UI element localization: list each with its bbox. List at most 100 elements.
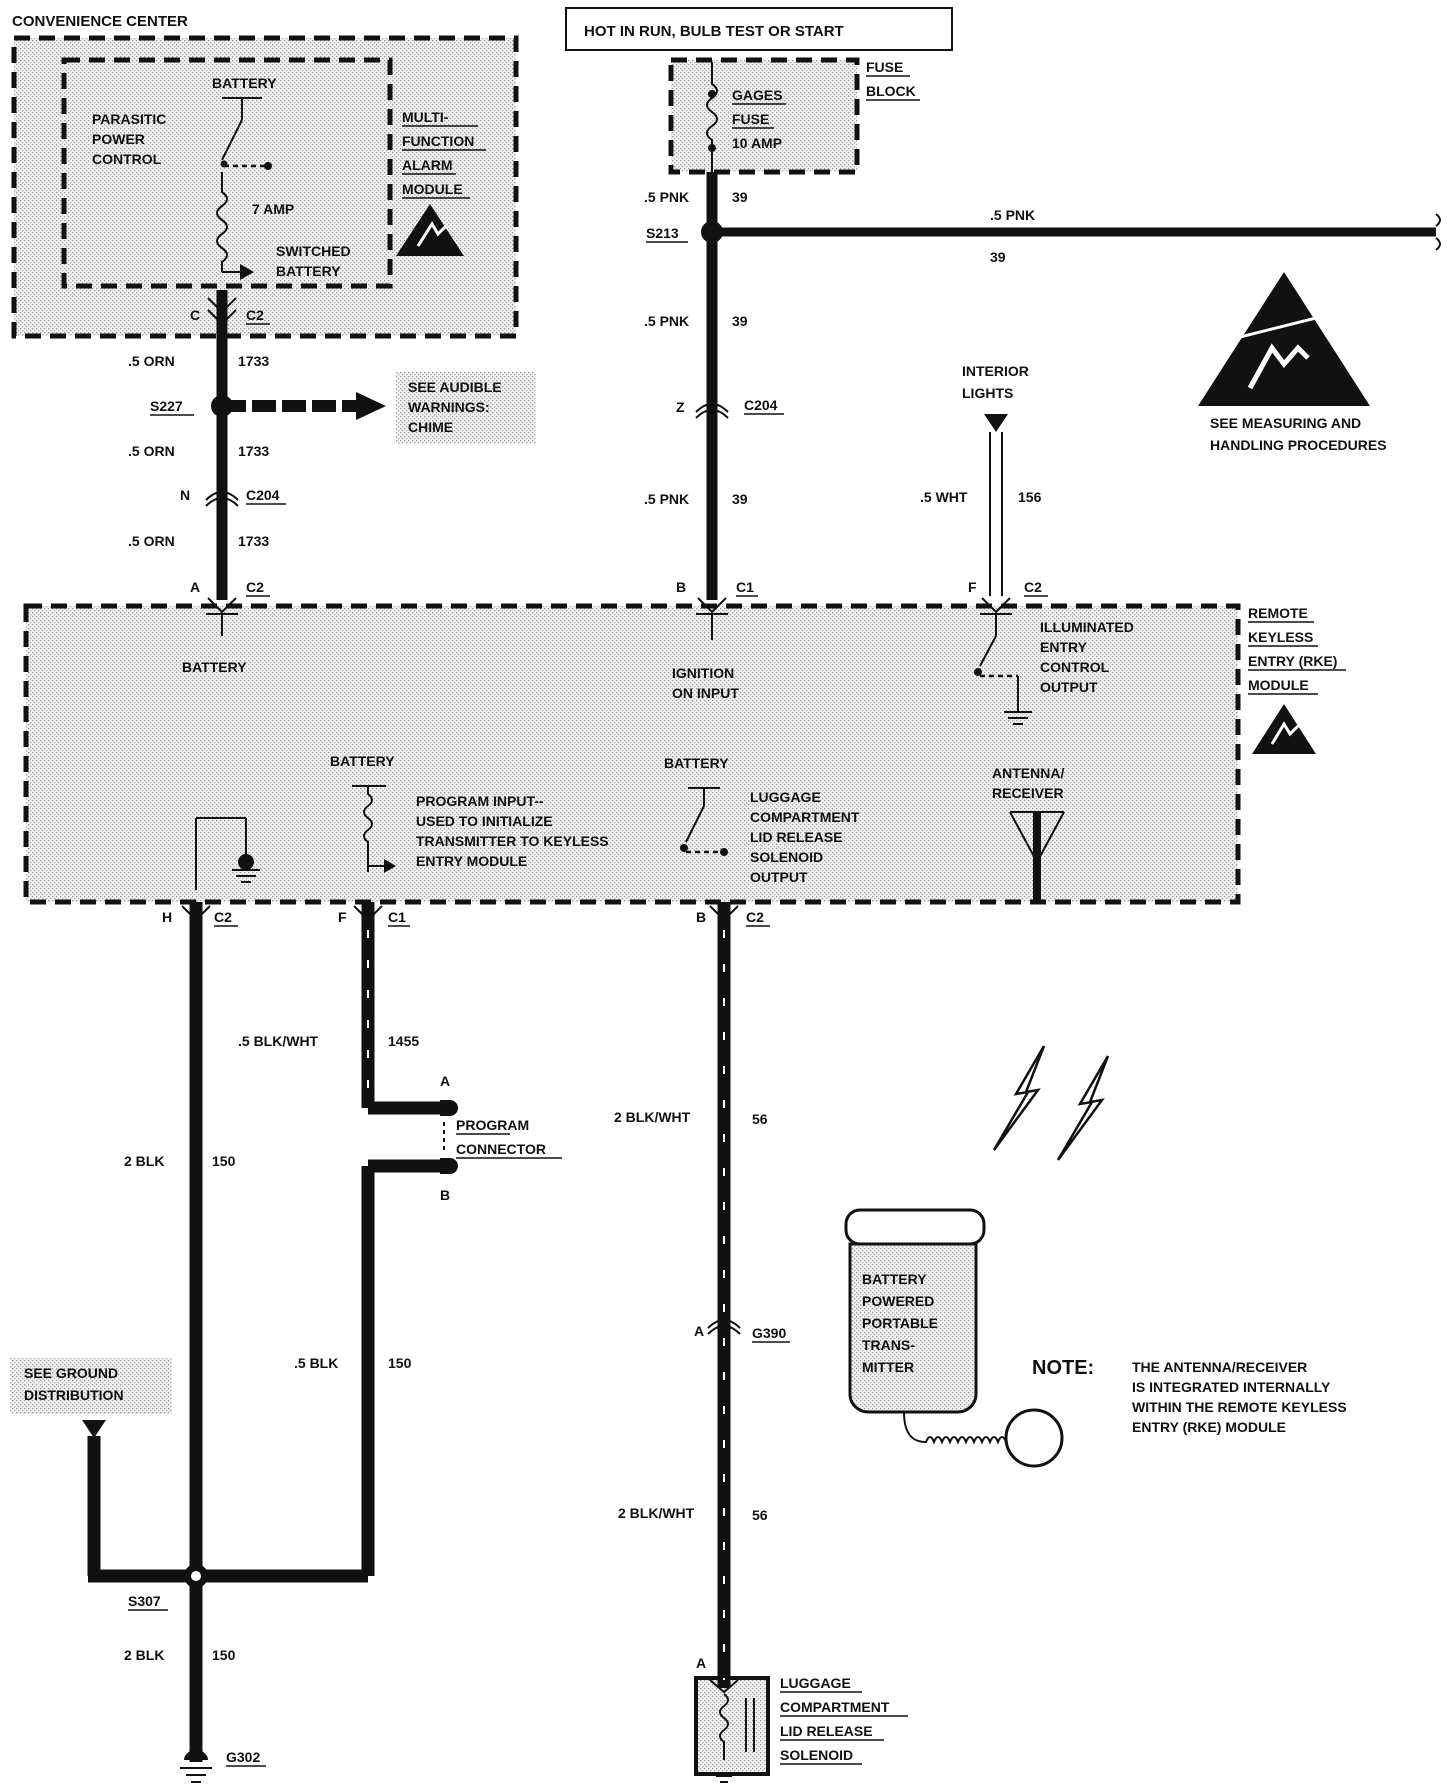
esd-ref-2: HANDLING PROCEDURES (1210, 437, 1387, 453)
illuminated-line-3: CONTROL (1040, 659, 1110, 675)
pnk-label-3: .5 PNK (644, 491, 689, 507)
solenoid-coil (709, 1679, 755, 1783)
supply-header-text: HOT IN RUN, BULB TEST OR START (584, 23, 844, 40)
interior-lights-2: LIGHTS (962, 385, 1013, 401)
gages-fuse-symbol (706, 62, 718, 180)
solenoid-label-1: LUGGAGE (780, 1675, 851, 1691)
wht-label: .5 WHT (920, 489, 968, 505)
orn-ckt-1: 1733 (238, 353, 269, 369)
alarm-module-line-1: MULTI- (402, 109, 449, 125)
orn-label-3: .5 ORN (128, 533, 175, 549)
esd-icon-small-alarm (396, 204, 464, 256)
interior-lights-arrow (984, 414, 1008, 432)
luggage-battery-label: BATTERY (664, 755, 729, 771)
g390-label: G390 (752, 1325, 786, 1341)
supply-header-box (565, 7, 953, 51)
parasitic-line-3: CONTROL (92, 151, 162, 167)
blkwht5-label: .5 BLK/WHT (238, 1033, 319, 1049)
luggage-output-2: COMPARTMENT (750, 809, 860, 825)
luggage-output-1: LUGGAGE (750, 789, 821, 805)
rke-conn-c2-battery: C2 (246, 579, 264, 595)
audible-ref-3: CHIME (408, 419, 453, 435)
rke-conn-c1-program: C1 (388, 909, 406, 925)
rke-pin-f-illum: F (968, 579, 977, 595)
blk5-ckt: 150 (388, 1355, 412, 1371)
cc-fuse-symbol (216, 172, 228, 272)
rke-title-1: REMOTE (1248, 605, 1308, 621)
pnk-branch-label: .5 PNK (990, 207, 1035, 223)
note-line-1: THE ANTENNA/RECEIVER (1132, 1359, 1307, 1375)
alarm-module-line-4: MODULE (402, 181, 463, 197)
blk2-ckt-2: 150 (212, 1647, 236, 1663)
ground-g302-symbol (180, 1750, 212, 1783)
radio-signal-icon (992, 1045, 1110, 1161)
pnk-ckt-3: 39 (732, 491, 748, 507)
cc-fuse-label: 7 AMP (252, 201, 294, 217)
illuminated-line-2: ENTRY (1040, 639, 1088, 655)
orn-label-2: .5 ORN (128, 443, 175, 459)
rke-pin-b-luggage: B (696, 909, 706, 925)
luggage-output-3: LID RELEASE (750, 829, 843, 845)
audible-ref-box (396, 372, 536, 444)
program-input-2: USED TO INITIALIZE (416, 813, 553, 829)
alarm-module-box (61, 57, 393, 289)
solenoid-box (694, 1676, 770, 1776)
interior-lights-1: INTERIOR (962, 363, 1029, 379)
s307-label: S307 (128, 1593, 161, 1609)
rke-title-2: KEYLESS (1248, 629, 1313, 645)
cc-conn-c2: C2 (246, 307, 264, 323)
ground-ref-box (10, 1358, 172, 1414)
orn-ckt-3: 1733 (238, 533, 269, 549)
rke-pin-h: H (162, 909, 172, 925)
transmitter-5: MITTER (862, 1359, 914, 1375)
transmitter-3: PORTABLE (862, 1315, 938, 1331)
rke-conn-c2-illum: C2 (1024, 579, 1042, 595)
rke-pin-a-battery: A (190, 579, 200, 595)
luggage-output-5: OUTPUT (750, 869, 808, 885)
ignition-line-2: ON INPUT (672, 685, 739, 701)
note-line-3: WITHIN THE REMOTE KEYLESS (1132, 1399, 1347, 1415)
audible-ref-2: WARNINGS: (408, 399, 490, 415)
c204-label-center: C204 (744, 397, 778, 413)
program-connector-1: PROGRAM (456, 1117, 529, 1133)
convenience-center-title: CONVENIENCE CENTER (12, 13, 188, 30)
portable-transmitter-icon (844, 1208, 1064, 1468)
fuse-block-box (668, 57, 860, 175)
pnk-ckt-1: 39 (732, 189, 748, 205)
blkwht5-ckt: 1455 (388, 1033, 419, 1049)
g390-pin-a: A (694, 1323, 704, 1339)
pnk-label-2: .5 PNK (644, 313, 689, 329)
solenoid-label-2: COMPARTMENT (780, 1699, 890, 1715)
c204-label-left: C204 (246, 487, 280, 503)
transmitter-1: BATTERY (862, 1271, 927, 1287)
program-connector-pin-a: A (440, 1073, 450, 1089)
pnk-label-1: .5 PNK (644, 189, 689, 205)
rke-title-3: ENTRY (RKE) (1248, 653, 1337, 669)
cc-pin-c: C (190, 307, 200, 323)
transmitter-2: POWERED (862, 1293, 934, 1309)
ground-distribution-arrow (82, 1420, 106, 1438)
audible-arrow (356, 392, 386, 420)
s213-label: S213 (646, 225, 679, 241)
blk2-label-1: 2 BLK (124, 1153, 164, 1169)
note-line-2: IS INTEGRATED INTERNALLY (1132, 1379, 1331, 1395)
parasitic-line-2: POWER (92, 131, 145, 147)
rke-conn-c1-ignition: C1 (736, 579, 754, 595)
antenna-line-1: ANTENNA/ (992, 765, 1064, 781)
alarm-module-line-2: FUNCTION (402, 133, 474, 149)
ground-ref-2: DISTRIBUTION (24, 1387, 124, 1403)
audible-ref-1: SEE AUDIBLE (408, 379, 502, 395)
program-connector-symbol (440, 1100, 458, 1174)
switched-line-1: SWITCHED (276, 243, 351, 259)
solenoid-label-3: LID RELEASE (780, 1723, 873, 1739)
blkwht2-label-2: 2 BLK/WHT (618, 1505, 695, 1521)
illuminated-line-1: ILLUMINATED (1040, 619, 1134, 635)
pnk-ckt-2: 39 (732, 313, 748, 329)
blk2-label-2: 2 BLK (124, 1647, 164, 1663)
solenoid-label-4: SOLENOID (780, 1747, 853, 1763)
ignition-line-1: IGNITION (672, 665, 734, 681)
alarm-module-line-3: ALARM (402, 157, 453, 173)
parasitic-line-1: PARASITIC (92, 111, 166, 127)
esd-ref-1: SEE MEASURING AND (1210, 415, 1361, 431)
